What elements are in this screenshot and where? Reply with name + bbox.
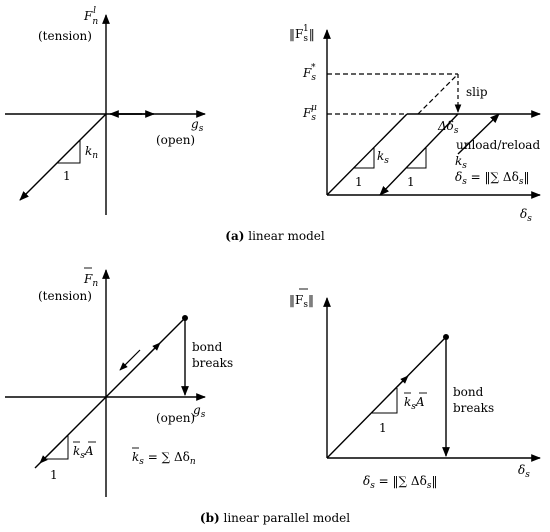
bond-breaks-label-2: breaks: [453, 401, 494, 415]
x-axis-label: gs: [193, 403, 206, 420]
reload-line: [457, 113, 500, 155]
fstar-label: Fs*: [302, 63, 316, 83]
tension-label: (tension): [38, 289, 92, 303]
panel-a-left-graph: Fnl (tension) gs (open) kn 1: [5, 6, 206, 215]
panel-a-right-graph: ‖Fs1‖ Fs* Fsμ slip Δδs unload/reload ks …: [289, 24, 541, 224]
y-axis-label: Fn: [83, 272, 98, 289]
run-label: 1: [63, 169, 71, 183]
tension-label: (tension): [38, 29, 92, 43]
x-axis-label: δs: [520, 207, 532, 224]
overshoot-dashed: [417, 73, 459, 115]
y-axis-label: Fnl: [83, 6, 98, 27]
equation-label: δs = ‖∑ Δδs‖: [363, 474, 437, 491]
unload-arrow-down: [119, 349, 141, 371]
delta-label: Δδs: [437, 119, 459, 136]
bond-breaks-label-1: bond: [453, 385, 484, 399]
bond-line: [326, 336, 447, 459]
equation-label: δs = ‖∑ Δδs‖: [455, 170, 529, 187]
unload-line: [379, 113, 459, 196]
x-axis-label: δs: [518, 463, 530, 480]
slope-label-1: ks: [377, 149, 389, 166]
compress-arrow: [39, 442, 61, 464]
open-label: (open): [156, 133, 195, 147]
fmu-label: Fsμ: [302, 103, 317, 123]
panel-b-left-graph: Fn (tension) gs (open) bond breaks ksA 1…: [5, 267, 233, 497]
slope-triangle: [372, 388, 398, 414]
open-label: (open): [156, 411, 195, 425]
panel-b-right-graph: ‖Fs‖ bond breaks ksA 1 δs = ‖∑ Δδs‖ δs: [289, 288, 541, 491]
slope-label: ksA: [404, 395, 425, 412]
slope-triangle-1: [354, 148, 375, 169]
caption-a: (a) linear model: [225, 229, 325, 243]
slip-label: slip: [466, 85, 488, 99]
slope-triangle-2: [406, 148, 427, 169]
run-label-2: 1: [407, 175, 415, 189]
load-arrow-up: [139, 342, 161, 364]
run-label-1: 1: [355, 175, 363, 189]
unload-reload-label: unload/reload: [456, 138, 540, 152]
load-arrow-up: [387, 375, 409, 397]
slope-label: kn: [85, 144, 98, 161]
y-axis-label: ‖Fs1‖: [289, 24, 315, 44]
run-label: 1: [50, 468, 58, 482]
run-label: 1: [379, 421, 387, 435]
slope-label-2: ks: [455, 154, 467, 171]
x-axis-label: gs: [191, 117, 204, 134]
slope-triangle: [44, 435, 69, 460]
bond-breaks-label-2: breaks: [192, 356, 233, 370]
equation-label: ks = ∑ Δδn: [132, 450, 196, 467]
y-axis-label: ‖Fs‖: [289, 293, 314, 310]
elastic-line-1: [326, 113, 408, 196]
slope-label: ksA: [73, 444, 94, 461]
caption-b: (b) linear parallel model: [200, 511, 350, 525]
slope-triangle: [57, 140, 81, 164]
loading-line: [19, 113, 107, 201]
bond-breaks-label-1: bond: [192, 340, 223, 354]
